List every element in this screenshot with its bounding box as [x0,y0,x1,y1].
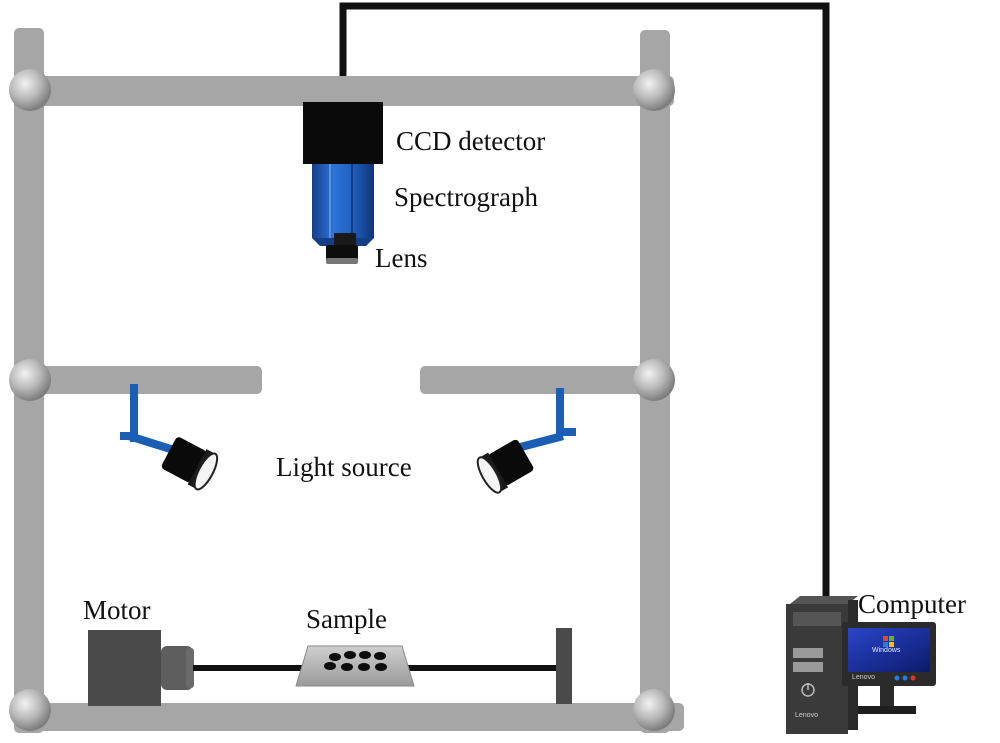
monitor-screen [848,628,930,672]
label-lens: Lens [375,243,428,273]
ccd-detector-body [303,102,383,164]
label-computer: Computer [858,589,966,619]
label-spectrograph: Spectrograph [394,182,538,212]
bracket-arm [556,388,564,436]
lamp-lens [476,456,503,494]
screen-os-text: Windows [872,647,901,654]
motor-shaft-housing [161,646,193,690]
joint [633,689,675,731]
joint [633,359,675,401]
frame-joints [9,69,675,731]
frame-mid-right-beam [420,366,672,394]
spectrograph-body [312,164,374,238]
sample-stage [295,645,415,687]
imaging-assembly [303,102,383,264]
bracket-arm [130,384,138,442]
light-source-right [476,388,576,494]
end-stop [556,628,572,704]
joint [9,69,51,111]
label-motor: Motor [83,595,151,625]
windows-logo-icon [883,636,894,647]
sample-wells [324,651,387,671]
frame-top-beam [14,76,674,106]
motor-body [88,630,161,706]
frame-mid-left-beam [14,366,262,394]
lens-ring [326,245,358,262]
lamp-lens [193,452,219,491]
label-light-source: Light source [276,452,412,482]
label-ccd-detector: CCD detector [396,126,546,156]
light-source-left [120,384,219,491]
monitor-brand-text: Lenovo [852,674,875,681]
computer [786,596,936,734]
frame-bottom-beam [14,703,684,731]
joint [9,359,51,401]
tower-brand-text: Lenovo [795,712,818,719]
label-sample: Sample [306,604,387,634]
joint [633,69,675,111]
translation-stage [88,628,572,706]
joint [9,689,51,731]
cable [339,2,830,600]
